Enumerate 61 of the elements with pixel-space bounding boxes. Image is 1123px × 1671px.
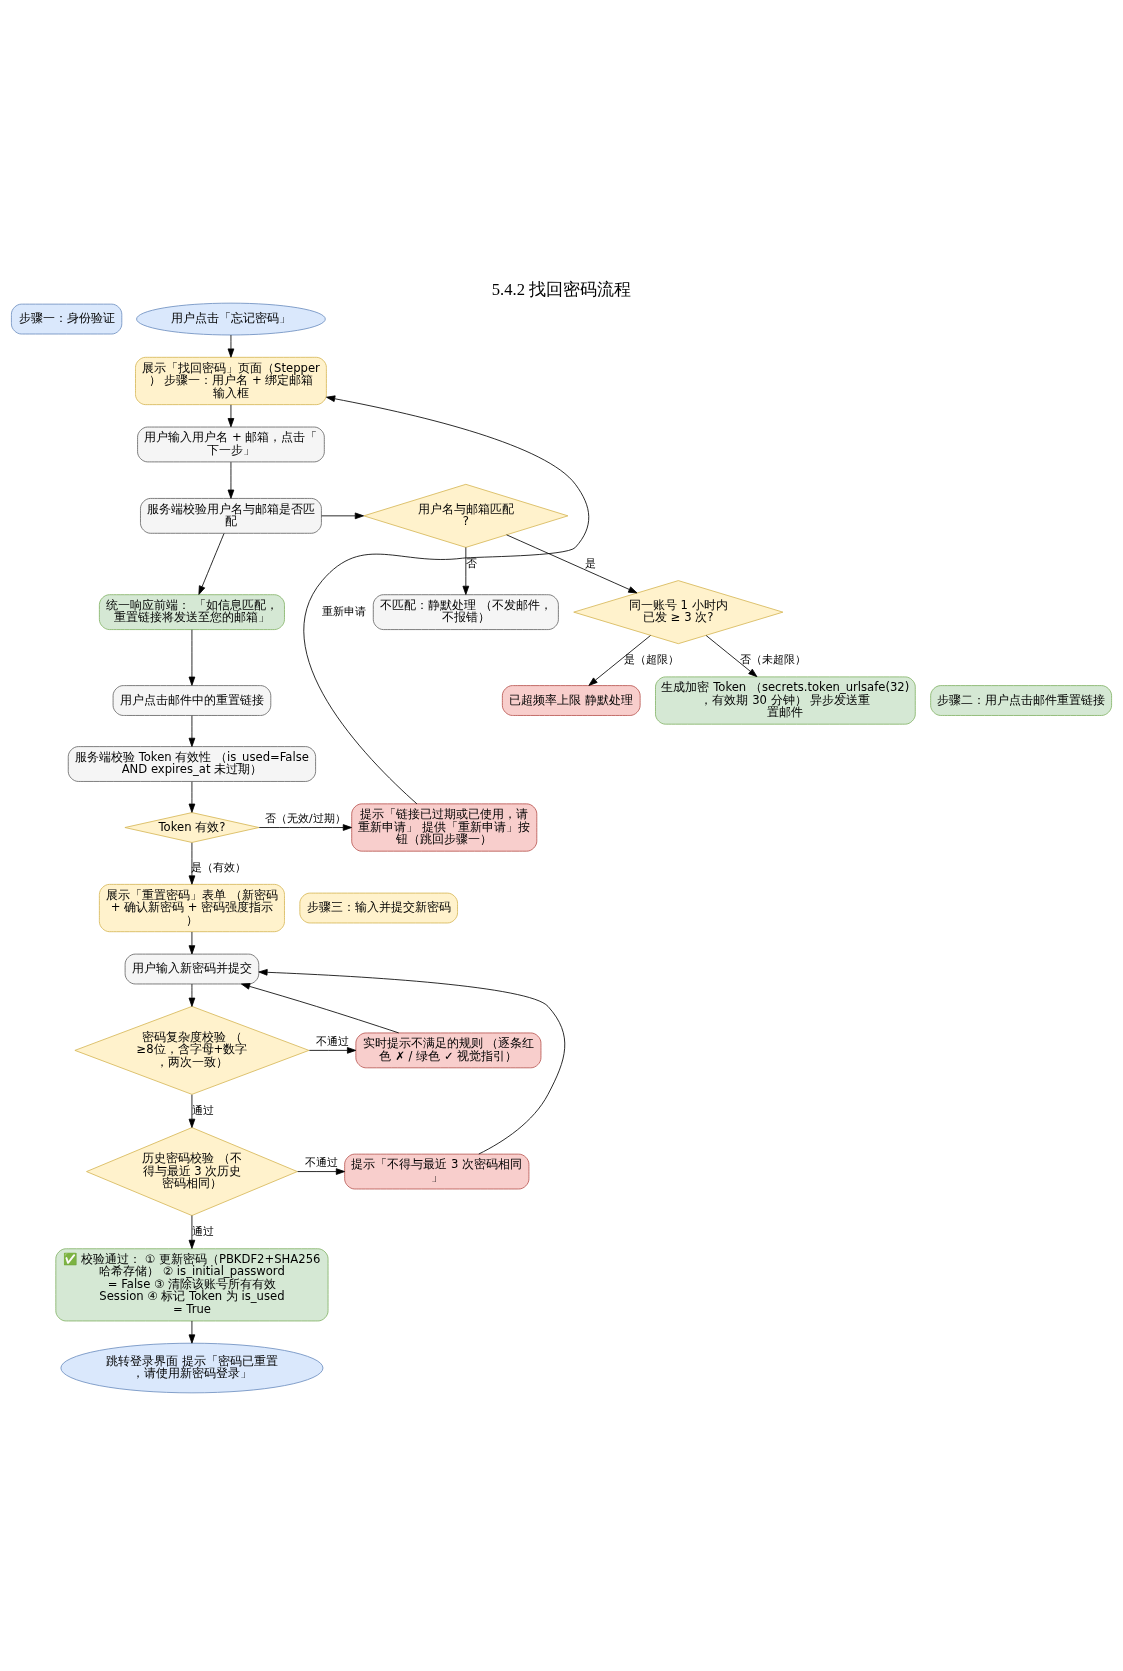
node-diamond: Token 有效?	[124, 812, 260, 843]
node-box: 步骤二：用户点击邮件重置链接	[930, 685, 1112, 716]
node-diamond: 用户名与邮箱匹配?	[363, 483, 569, 548]
edge-label: 是（超限）	[624, 653, 680, 667]
node-diamond: 历史密码校验 （不得与最近 3 次历史密码相同）	[86, 1127, 298, 1216]
edge-label: 不通过	[315, 1034, 349, 1048]
arrow	[258, 969, 566, 1155]
node-box: 用户输入新密码并提交	[124, 953, 260, 985]
node-box: 服务端校验 Token 有效性 （is_used=False AND expires_at 未过期）	[67, 746, 317, 782]
edge-label: 不通过	[304, 1156, 338, 1170]
node-box: 已超频率上限 静默处理	[501, 685, 641, 716]
arrow	[321, 512, 364, 520]
edge-label: 否（未超限）	[740, 653, 807, 667]
arrow	[188, 1320, 196, 1344]
arrow	[188, 983, 196, 1007]
node-box: 用户输入用户名 + 邮箱，点击「下一步」	[137, 426, 325, 463]
arrow	[227, 461, 235, 499]
node-box: 服务端校验用户名与邮箱是否匹配	[140, 498, 322, 534]
arrow	[241, 983, 400, 1034]
node-box: 提示「不得与最近 3 次密码相同」	[344, 1153, 530, 1190]
arrow	[198, 532, 225, 595]
diagram-title: 5.4.2 找回密码流程	[491, 279, 632, 299]
node-ellipse: 跳转登录界面 提示「密码已重置，请使用新密码登录」	[60, 1342, 324, 1394]
arrow	[297, 1168, 346, 1175]
node-box: 生成加密 Token （secrets.token_urlsafe(32)，有效期 30 分钟） 异步发送重置邮件	[655, 676, 916, 725]
arrow	[227, 334, 235, 358]
arrow	[588, 635, 651, 686]
node-diamond: 同一账号 1 小时内已发 ≥ 3 次?	[573, 580, 784, 645]
arrow	[188, 715, 196, 747]
edge-label: 否（无效/过期）	[265, 812, 346, 826]
node-box: 步骤三：输入并提交新密码	[299, 892, 458, 924]
node-box: ✅ 校验通过： ① 更新密码（PBKDF2+SHA256 哈希存储） ② is_initial_password = False ③ 清除该账号所有有效 Session ④ 标记 Token 为 is_used = True	[55, 1248, 329, 1322]
edge-label: 通过	[191, 1103, 214, 1117]
arrow	[188, 931, 196, 955]
node-box: 步骤一：身份验证	[11, 303, 123, 335]
arrow	[303, 395, 590, 805]
edge-label: 重新申请	[321, 604, 366, 618]
arrow	[506, 534, 638, 594]
edge-label: 是	[585, 556, 597, 570]
edge-label: 否	[465, 556, 477, 570]
arrow	[188, 629, 196, 686]
node-box: 统一响应前端： 「如信息匹配，重置链接将发送至您的邮箱」	[98, 594, 285, 630]
node-box: 展示「重置密码」表单 （新密码 + 确认新密码 + 密码强度指示）	[98, 883, 285, 933]
node-box: 不匹配：静默处理 （不发邮件，不报错）	[372, 594, 559, 630]
node-box: 用户点击邮件中的重置链接	[112, 685, 272, 716]
arrow	[188, 1094, 196, 1128]
node-diamond: 密码复杂度校验 （≥8位，含字母+数字，两次一致）	[74, 1005, 310, 1095]
arrow	[188, 781, 196, 813]
arrow	[308, 1047, 357, 1054]
arrow	[705, 635, 758, 678]
node-box: 展示「找回密码」页面（Stepper） 步骤一：用户名 + 绑定邮箱输入框	[135, 356, 327, 406]
arrow	[188, 842, 196, 885]
node-box: 提示「链接已过期或已使用，请重新申请」 提供「重新申请」按钮（跳回步骤一）	[351, 803, 538, 852]
arrow	[188, 1215, 196, 1249]
arrow	[258, 824, 352, 831]
edge-label: 通过	[191, 1224, 214, 1238]
node-ellipse: 用户点击「忘记密码」	[136, 302, 326, 336]
edge-label: 是（有效）	[191, 860, 246, 874]
arrow	[227, 404, 235, 428]
node-box: 实时提示不满足的规则 （逐条红色 ✗ / 绿色 ✓ 视觉指引）	[355, 1032, 542, 1069]
arrow	[462, 547, 470, 595]
